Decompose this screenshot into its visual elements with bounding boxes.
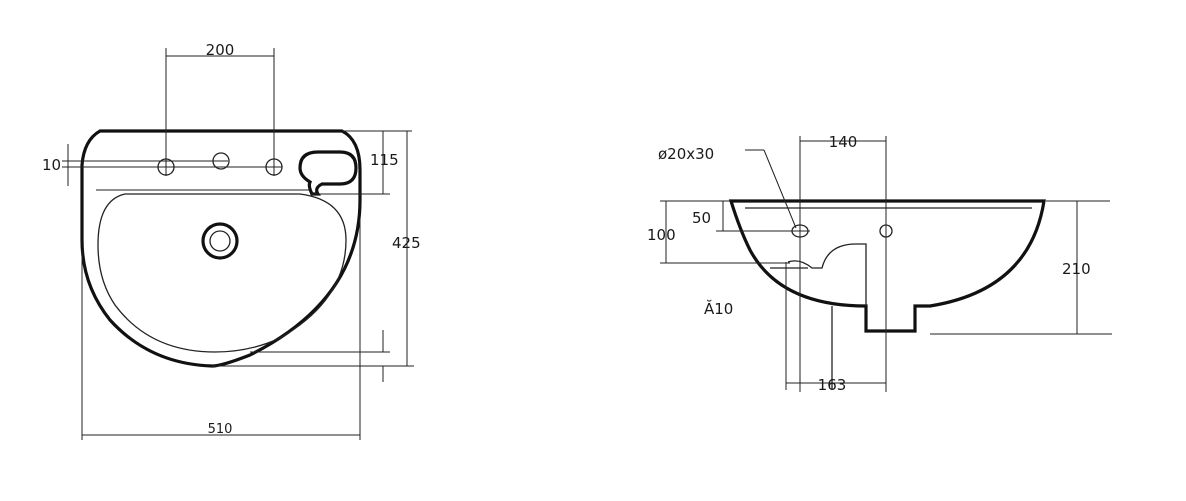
dim-waste-offset-label: 163	[818, 376, 847, 394]
dim-height-label: 210	[1062, 260, 1091, 278]
dim-hole-offset: 10	[42, 144, 282, 186]
dim-hole-spacing-label: 200	[206, 41, 235, 59]
dim-overflow-height-label: 115	[370, 151, 399, 169]
tap-holes	[157, 152, 283, 176]
basin-outline	[80, 129, 362, 368]
dim-total-to-overflow: 100	[647, 200, 790, 264]
dim-total-to-overflow-label: 100	[647, 226, 676, 244]
label-thickness: Ă10	[704, 299, 733, 318]
dim-width-label: 510	[208, 422, 233, 437]
dim-depth-label: 425	[392, 234, 421, 252]
label-overflow-text: ø20x30	[658, 145, 714, 163]
overflow-slot	[298, 150, 358, 196]
dim-overflow-height-side: 50	[692, 201, 810, 232]
dim-depth: 425	[212, 131, 421, 382]
dim-height: 210	[1046, 200, 1110, 334]
dim-hole-offset-label: 10	[42, 156, 61, 174]
label-overflow: ø20x30	[658, 145, 797, 229]
dim-width: 510	[81, 220, 361, 440]
dim-overflow-height: 115	[310, 130, 412, 195]
dim-hole-spacing: 200	[165, 41, 275, 176]
drain	[201, 222, 239, 260]
dim-overflow-offset-label: 140	[829, 133, 858, 151]
overflow-channel	[787, 243, 867, 306]
front-view: 200 10 115 425	[42, 41, 421, 440]
dim-overflow-offset: 140	[799, 133, 887, 392]
dim-waste-offset: 163	[785, 262, 886, 394]
side-view: ø20x30 140 50 100 Ă10	[647, 133, 1112, 394]
side-bowl-outline	[728, 199, 1046, 333]
bowl-outline	[97, 193, 347, 353]
dim-overflow-height-side-label: 50	[692, 209, 711, 227]
